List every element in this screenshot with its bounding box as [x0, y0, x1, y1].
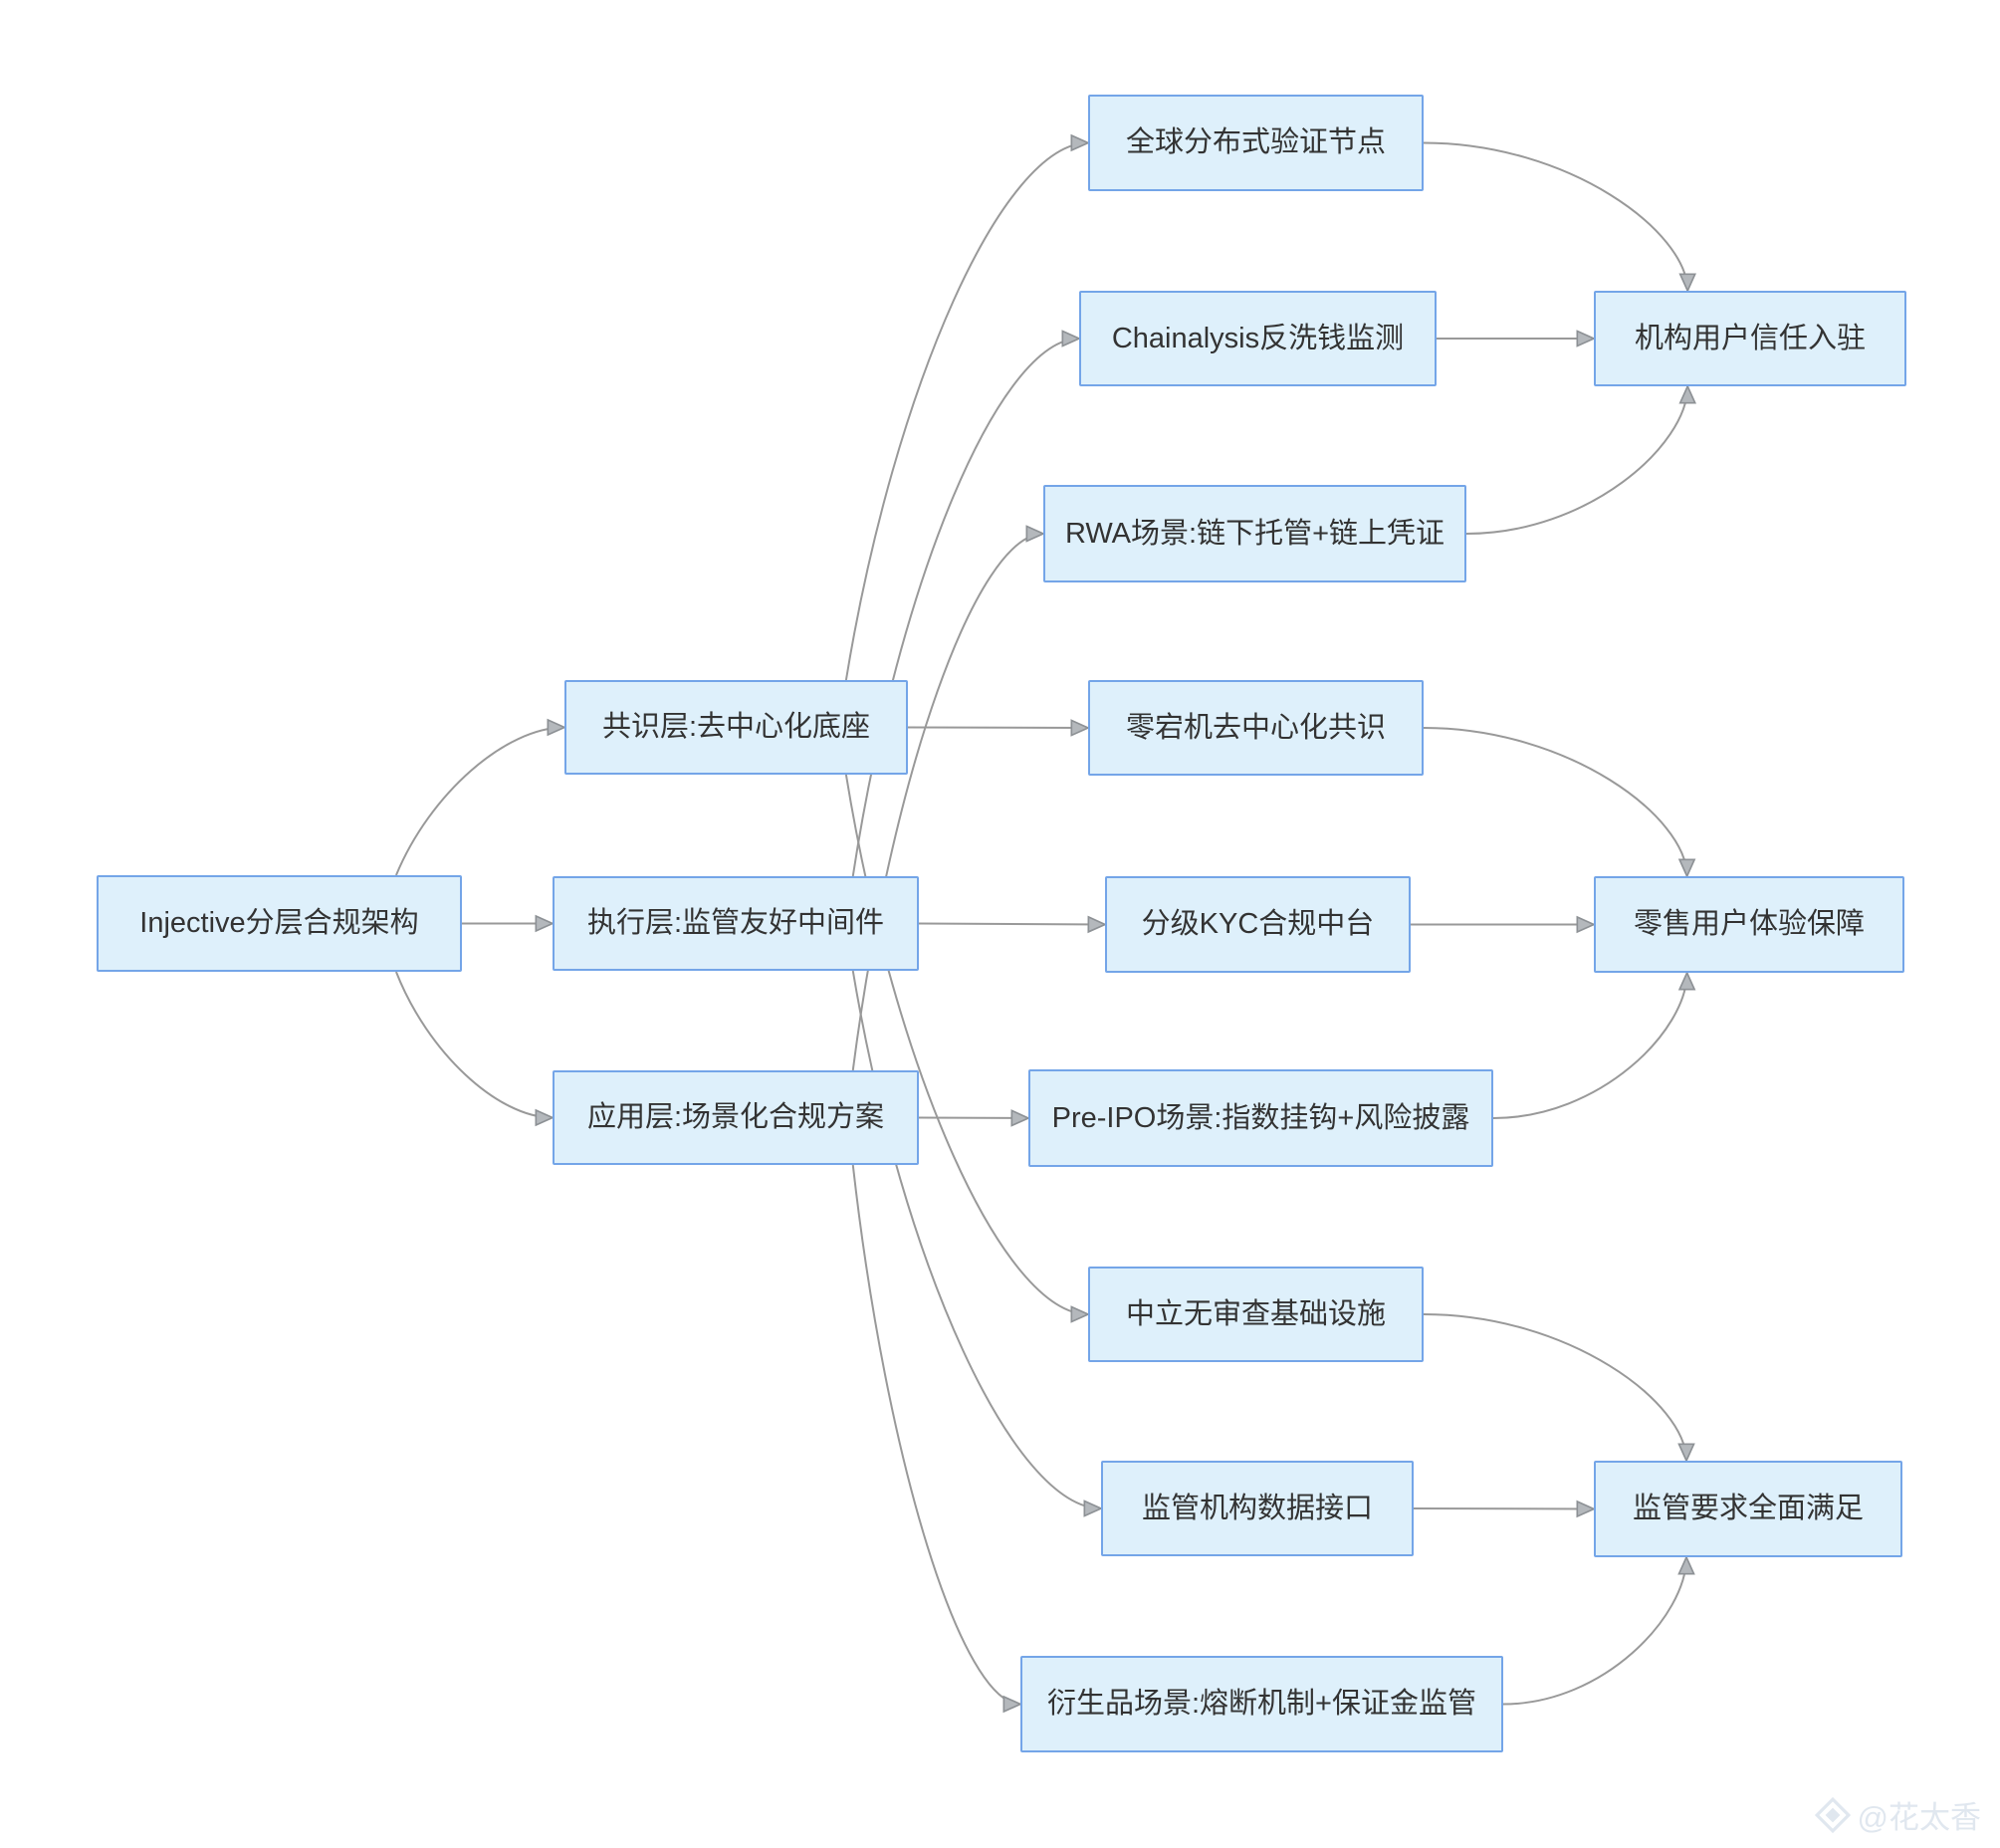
- diagram-node-institutional: 机构用户信任入驻: [1594, 291, 1906, 386]
- node-label-execution: 执行层:监管友好中间件: [586, 907, 885, 940]
- node-label-uptime: 零宕机去中心化共识: [1125, 711, 1386, 744]
- diagram-node-regulatory: 监管要求全面满足: [1594, 1461, 1902, 1557]
- edge-preipo-to-retail: [1492, 973, 1687, 1119]
- edge-consensus-to-uptime: [907, 728, 1088, 729]
- node-label-consensus: 共识层:去中心化底座: [601, 711, 871, 744]
- edge-rwa-to-institutional: [1465, 386, 1687, 535]
- diagram-node-uptime: 零宕机去中心化共识: [1088, 680, 1424, 776]
- diagram-node-regapi: 监管机构数据接口: [1101, 1461, 1414, 1556]
- diagram-node-chainalysis: Chainalysis反洗钱监测: [1079, 291, 1437, 386]
- edge-root-to-consensus: [395, 728, 564, 876]
- edge-consensus-to-validators: [844, 143, 1088, 681]
- node-label-root: Injective分层合规架构: [139, 907, 419, 940]
- edge-derivatives-to-regulatory: [1502, 1557, 1686, 1706]
- node-label-derivatives: 衍生品场景:熔断机制+保证金监管: [1047, 1688, 1476, 1721]
- diagram-node-root: Injective分层合规架构: [97, 875, 462, 972]
- diagram-node-preipo: Pre-IPO场景:指数挂钩+风险披露: [1028, 1069, 1493, 1167]
- diagram-node-derivatives: 衍生品场景:熔断机制+保证金监管: [1020, 1656, 1503, 1752]
- edge-validators-to-institutional: [1423, 141, 1687, 292]
- edge-uptime-to-retail: [1423, 727, 1687, 876]
- edge-execution-to-chainalysis: [851, 339, 1079, 877]
- edge-application-to-derivatives: [851, 1164, 1020, 1705]
- edge-execution-to-kyc: [918, 924, 1105, 925]
- node-label-rwa: RWA场景:链下托管+链上凭证: [1064, 517, 1445, 550]
- diamond-logo-icon: [1814, 1796, 1851, 1833]
- diagram-node-retail: 零售用户体验保障: [1594, 876, 1904, 973]
- diagram-node-execution: 执行层:监管友好中间件: [553, 876, 919, 971]
- node-label-neutral: 中立无审查基础设施: [1125, 1297, 1386, 1330]
- node-label-institutional: 机构用户信任入驻: [1634, 322, 1866, 354]
- diagram-node-rwa: RWA场景:链下托管+链上凭证: [1043, 485, 1466, 582]
- node-label-regapi: 监管机构数据接口: [1141, 1492, 1373, 1524]
- edge-execution-to-regapi: [851, 970, 1101, 1508]
- node-label-chainalysis: Chainalysis反洗钱监测: [1111, 322, 1405, 354]
- diagram-node-validators: 全球分布式验证节点: [1088, 95, 1424, 191]
- diagram-node-consensus: 共识层:去中心化底座: [564, 680, 908, 775]
- node-label-retail: 零售用户体验保障: [1633, 908, 1865, 941]
- diagram-node-kyc: 分级KYC合规中台: [1105, 876, 1411, 973]
- diagram-node-application: 应用层:场景化合规方案: [553, 1070, 919, 1165]
- edge-application-to-rwa: [851, 534, 1043, 1071]
- edge-root-to-application: [395, 971, 553, 1118]
- node-label-kyc: 分级KYC合规中台: [1141, 908, 1375, 941]
- edge-neutral-to-regulatory: [1423, 1313, 1686, 1461]
- watermark-text: @花太香: [1857, 1800, 1981, 1835]
- node-label-preipo: Pre-IPO场景:指数挂钩+风险披露: [1051, 1101, 1470, 1134]
- edge-application-to-preipo: [918, 1118, 1028, 1119]
- watermark: @花太香: [1814, 1792, 1981, 1837]
- edge-regapi-to-regulatory: [1413, 1508, 1594, 1509]
- node-label-validators: 全球分布式验证节点: [1125, 126, 1386, 159]
- node-label-application: 应用层:场景化合规方案: [586, 1101, 885, 1134]
- diagram-node-neutral: 中立无审查基础设施: [1088, 1267, 1424, 1362]
- edge-consensus-to-neutral: [844, 774, 1088, 1314]
- node-label-regulatory: 监管要求全面满足: [1632, 1493, 1864, 1525]
